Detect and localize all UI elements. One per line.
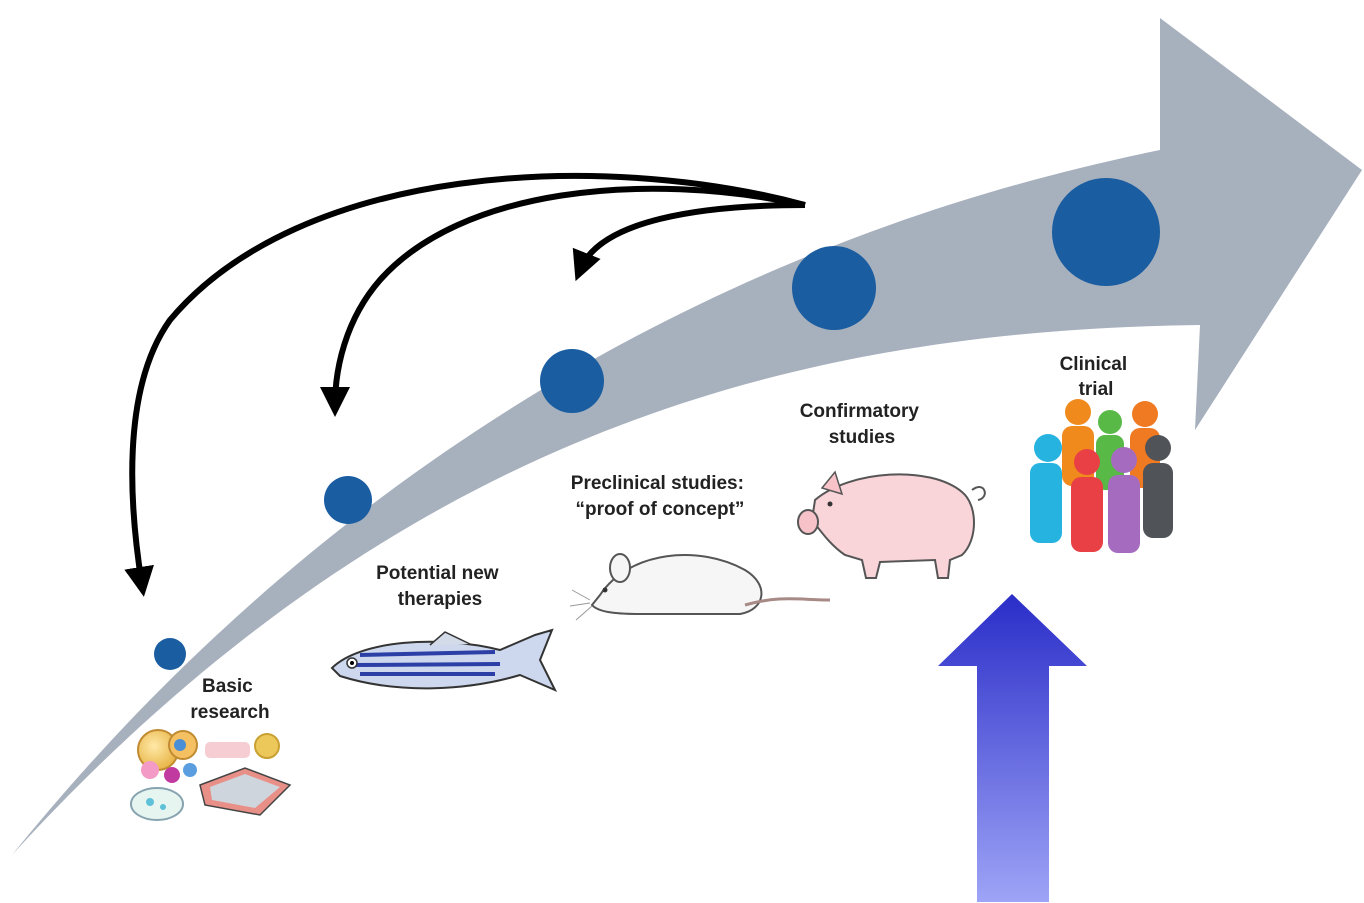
pipeline-arrow-band <box>12 18 1362 855</box>
stage-labels: Basic research Potential new therapies P… <box>190 354 1133 723</box>
stage-dot-preclinical <box>540 349 604 413</box>
stage-label-clinical-trial: Clinical trial <box>1060 354 1133 400</box>
feedback-arrows <box>124 172 806 597</box>
stage-label-confirmatory: Confirmatory studies <box>800 401 925 448</box>
zebrafish-icon <box>330 628 558 692</box>
stage-label-line: “proof of concept” <box>576 499 745 520</box>
stage-dot-basic-research <box>154 638 186 670</box>
stage-dot-clinical-trial <box>1052 178 1160 286</box>
feedback-to-preclinical-studies <box>572 202 806 282</box>
stage-label-line: therapies <box>398 589 482 610</box>
people-group-icon <box>1030 399 1173 553</box>
stage-dots <box>154 178 1160 670</box>
mouse-icon <box>569 553 831 621</box>
stage-label-preclinical: Preclinical studies: “proof of concept” <box>571 473 749 520</box>
highlight-up-arrow <box>938 594 1087 902</box>
stage-label-line: Clinical <box>1060 354 1128 375</box>
stage-label-line: studies <box>829 427 896 448</box>
stage-label-line: research <box>190 702 269 723</box>
stage-label-line: Basic <box>202 676 253 697</box>
pig-icon <box>797 470 986 579</box>
stage-dot-confirmatory <box>792 246 876 330</box>
feedback-to-basic-research <box>124 172 806 597</box>
stage-dot-potential-therapies <box>324 476 372 524</box>
stage-label-line: Potential new <box>376 563 499 584</box>
stage-label-line: trial <box>1079 379 1114 400</box>
stage-label-basic-research: Basic research <box>190 676 269 723</box>
stage-label-line: Confirmatory <box>800 401 920 422</box>
feedback-to-potential-therapies <box>320 185 806 417</box>
stage-label-line: Preclinical studies: <box>571 473 744 494</box>
stage-label-potential-therapies: Potential new therapies <box>376 563 504 610</box>
cells-tissue-icon <box>130 729 292 821</box>
